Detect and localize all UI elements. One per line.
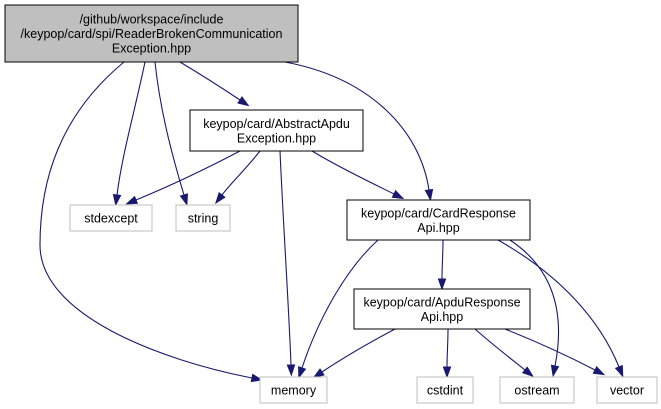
arrowhead-icon: [125, 195, 139, 205]
edge-line: [301, 239, 379, 369]
edge-line: [279, 150, 292, 366]
node-label-line: stdexcept: [84, 212, 138, 226]
arrowhead-icon: [179, 193, 188, 206]
node-label-line: Api.hpp: [417, 221, 459, 235]
edge-line: [116, 61, 146, 196]
arrowhead-icon: [286, 364, 296, 377]
edge-card-response-to-ostream: [509, 239, 560, 378]
edge-line: [311, 150, 395, 195]
node-cstdint: cstdint: [416, 376, 474, 404]
edge-abstract-apdu-to-stdexcept: [125, 150, 241, 205]
node-string: string: [175, 204, 231, 232]
node-stdexcept: stdexcept: [69, 204, 153, 232]
edge-line: [321, 328, 396, 373]
node-box: [499, 376, 575, 404]
node-label-line: vector: [610, 384, 644, 398]
edge-root-to-card-response: [284, 61, 434, 202]
node-box: [596, 376, 658, 404]
node-box: [353, 288, 531, 330]
node-label-line: ostream: [514, 384, 559, 398]
arrowhead-icon: [614, 364, 624, 378]
edge-abstract-apdu-to-card-response: [311, 150, 405, 200]
node-box: [346, 199, 531, 241]
node-box: [259, 376, 328, 404]
node-label-line: /keypop/card/spi/ReaderBrokenCommunicati…: [21, 27, 283, 41]
node-label-line: Exception.hpp: [112, 42, 191, 56]
node-box: [189, 109, 364, 152]
node-box: [416, 376, 474, 404]
arrowhead-icon: [298, 366, 307, 379]
node-box: [175, 204, 231, 232]
arrowhead-icon: [112, 193, 122, 207]
edge-apdu-response-to-memory: [312, 328, 396, 379]
arrowhead-icon: [424, 188, 434, 202]
edge-root-to-memory: [39, 61, 264, 383]
edge-line: [497, 239, 620, 368]
node-label-line: keypop/card/ApduResponse: [363, 295, 520, 309]
arrowhead-icon: [250, 373, 264, 383]
edge-apdu-response-to-vector: [504, 328, 606, 376]
node-box: [4, 4, 299, 63]
arrowhead-icon: [550, 364, 560, 378]
edge-root-to-abstract-apdu: [179, 61, 250, 107]
arrowhead-icon: [237, 96, 250, 107]
edge-apdu-response-to-cstdint: [442, 328, 452, 379]
edge-line: [284, 61, 430, 191]
node-label-line: /github/workspace/include: [80, 13, 224, 27]
edge-line: [179, 61, 241, 101]
edge-line: [509, 239, 560, 367]
edge-card-response-to-apdu-response: [437, 239, 447, 291]
arrowhead-icon: [521, 366, 534, 378]
edge-line: [446, 328, 449, 368]
edge-line: [221, 150, 261, 196]
node-memory: memory: [259, 376, 328, 404]
edge-line: [154, 61, 185, 196]
node-label-line: string: [188, 212, 219, 226]
edge-line: [135, 150, 241, 201]
node-root: /github/workspace/include/keypop/card/sp…: [4, 4, 299, 63]
node-label-line: cstdint: [427, 384, 464, 398]
node-label-line: memory: [271, 384, 317, 398]
nodes: /github/workspace/include/keypop/card/sp…: [4, 4, 658, 404]
node-label-line: keypop/card/AbstractApdu: [203, 117, 350, 131]
arrowhead-icon: [312, 368, 325, 379]
arrowhead-icon: [592, 365, 606, 376]
edge-card-response-to-memory: [298, 239, 379, 379]
edges: [39, 61, 624, 383]
node-label-line: Api.hpp: [421, 310, 463, 324]
edge-card-response-to-vector: [497, 239, 624, 378]
edge-root-to-stdexcept: [112, 61, 146, 207]
edge-apdu-response-to-ostream: [474, 328, 534, 378]
edge-line: [441, 239, 444, 280]
edge-root-to-string: [154, 61, 188, 206]
edge-line: [504, 328, 596, 371]
arrowhead-icon: [437, 278, 447, 291]
node-box: [69, 204, 153, 232]
arrowhead-icon: [442, 366, 452, 379]
arrowhead-icon: [391, 189, 405, 200]
edge-abstract-apdu-to-memory: [279, 150, 296, 377]
edge-line: [474, 328, 526, 371]
arrowhead-icon: [215, 191, 226, 205]
node-label-line: Exception.hpp: [237, 131, 316, 145]
node-vector: vector: [596, 376, 658, 404]
node-label-line: keypop/card/CardResponse: [361, 206, 516, 220]
edge-line: [39, 61, 253, 379]
edge-abstract-apdu-to-string: [215, 150, 261, 205]
node-ostream: ostream: [499, 376, 575, 404]
